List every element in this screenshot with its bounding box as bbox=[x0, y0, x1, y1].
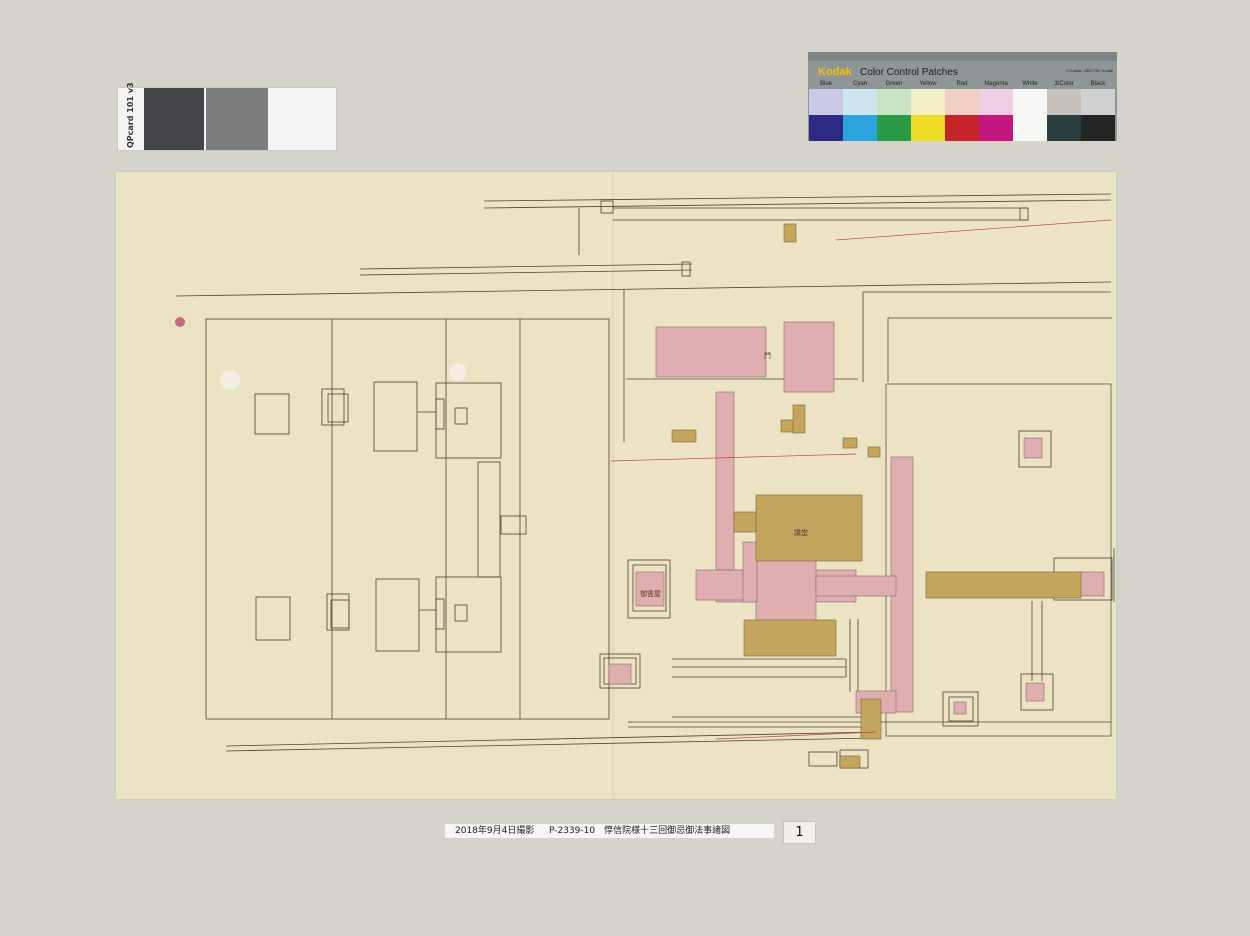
kodak-patch-light bbox=[979, 89, 1013, 115]
kodak-patch-dark bbox=[1013, 115, 1047, 141]
kodak-patch-dark bbox=[1081, 115, 1115, 141]
kodak-patch-label: Blue bbox=[819, 81, 832, 87]
kodak-patch-dark bbox=[877, 115, 911, 141]
gray-patch-dark bbox=[144, 88, 204, 150]
caption-title: P-2339-10 惇信院様十三回御忌御法事諸図 bbox=[549, 826, 731, 836]
gray-patch-white bbox=[268, 88, 336, 150]
kodak-patch-label: Yellow bbox=[919, 81, 937, 87]
plan-outlines bbox=[175, 172, 1115, 799]
kodak-patch-label: Green bbox=[885, 81, 903, 87]
kodak-patch-label: Red bbox=[956, 81, 968, 87]
kodak-patch-light bbox=[911, 89, 945, 115]
gray-card: QPcard 101 v3 bbox=[117, 82, 337, 151]
decorative-stains bbox=[220, 363, 467, 390]
label-lecture-hall: 講堂 bbox=[794, 528, 808, 537]
kodak-patch-dark bbox=[945, 115, 979, 141]
floor-plan-paper: 門 講堂 御霊屋 bbox=[116, 172, 1116, 799]
kodak-patch-dark bbox=[979, 115, 1013, 141]
kodak-patch-label: Cyan bbox=[852, 81, 867, 87]
kodak-color-strip: Kodak Color Control Patches © Kodak, 200… bbox=[808, 52, 1117, 141]
page-number: 1 bbox=[783, 821, 816, 844]
kodak-patch-label: 3/Color bbox=[1054, 81, 1074, 87]
ruler-scale bbox=[808, 52, 1117, 61]
kodak-note: © Kodak, 2007 TM: Kodak bbox=[1066, 68, 1113, 73]
kodak-patch-dark bbox=[843, 115, 877, 141]
kodak-patch-light bbox=[1047, 89, 1081, 115]
floor-plan-drawing: 門 講堂 御霊屋 bbox=[175, 172, 1115, 799]
kodak-patch-light bbox=[1013, 89, 1047, 115]
kodak-patch-dark bbox=[809, 115, 843, 141]
gold-buildings bbox=[671, 223, 1082, 769]
red-guide-lines bbox=[610, 219, 1112, 740]
kodak-patch-label: White bbox=[1022, 81, 1038, 87]
caption-box: 2018年9月4日撮影 P-2339-10 惇信院様十三回御忌御法事諸図 bbox=[445, 824, 774, 838]
stain-mark bbox=[175, 317, 185, 327]
kodak-title: Color Control Patches bbox=[860, 67, 958, 78]
kodak-patch-label: Black bbox=[1090, 81, 1106, 87]
kodak-patch-label: Magenta bbox=[984, 81, 1008, 87]
caption-date: 2018年9月4日撮影 bbox=[455, 826, 535, 836]
kodak-patch-light bbox=[877, 89, 911, 115]
kodak-patch-light bbox=[1081, 89, 1115, 115]
label-mausoleum: 御霊屋 bbox=[640, 589, 661, 598]
gray-patch-mid bbox=[206, 88, 268, 150]
kodak-patch-light bbox=[843, 89, 877, 115]
kodak-patch-light bbox=[809, 89, 843, 115]
kodak-patch-dark bbox=[1047, 115, 1081, 141]
label-north-gate: 門 bbox=[764, 352, 771, 360]
kodak-patch-dark bbox=[911, 115, 945, 141]
gray-card-label: QPcard 101 v3 bbox=[126, 82, 135, 148]
kodak-brand: Kodak bbox=[818, 66, 852, 78]
kodak-patch-light bbox=[945, 89, 979, 115]
